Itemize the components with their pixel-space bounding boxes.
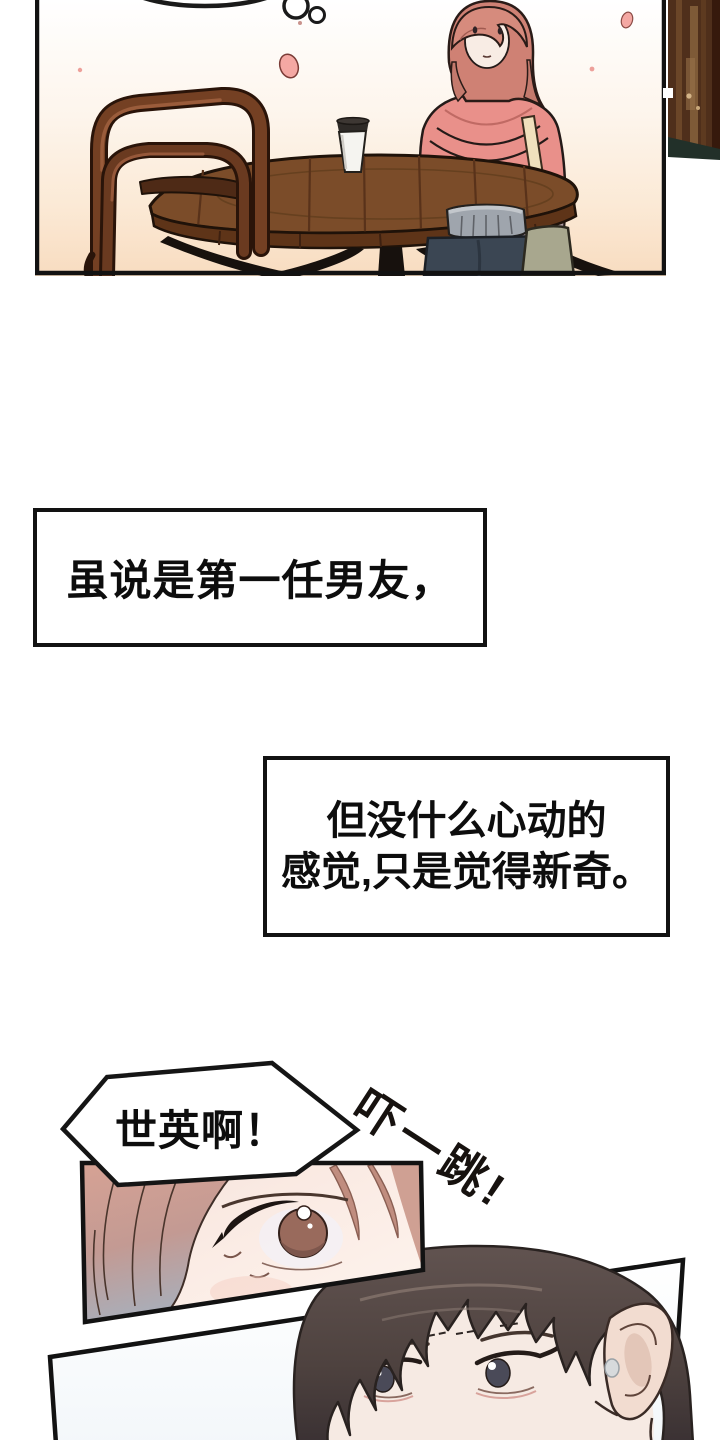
- speech-bubble-text: 世英啊！: [114, 1106, 287, 1154]
- panel-eye-closeup: [79, 1160, 426, 1325]
- narration-box-2: 但没什么心动的 感觉,只是觉得新奇。: [263, 756, 670, 937]
- narration-box-1: 虽说是第一任男友，: [33, 508, 487, 647]
- panel-cafe-scene: [35, 0, 666, 276]
- panel-wood-strip: [663, 0, 720, 160]
- speech-bubble: [59, 1060, 361, 1188]
- narration-text-1: 虽说是第一任男友，: [66, 557, 454, 604]
- cafe-chair: [83, 86, 270, 276]
- earring: [604, 1358, 620, 1378]
- light-speck: [663, 88, 673, 98]
- girl-hands: [445, 203, 528, 240]
- panel-cafe-border: [35, 0, 666, 276]
- panel-guy: [47, 1244, 695, 1440]
- narration-line-2: 感觉,只是觉得新奇。: [280, 849, 653, 894]
- khaki-bag: [520, 225, 576, 276]
- petal-icons: [77, 11, 634, 79]
- thought-bubble-trail: [143, 0, 326, 25]
- guy-ear: [603, 1302, 674, 1421]
- narration-line-1: 但没什么心动的: [326, 798, 607, 843]
- wood-strip-base: [668, 137, 720, 160]
- narration-text-2: 但没什么心动的 感觉,只是觉得新奇。: [281, 796, 652, 898]
- coffee-cup: [336, 116, 370, 173]
- guy-hair: [292, 1244, 695, 1440]
